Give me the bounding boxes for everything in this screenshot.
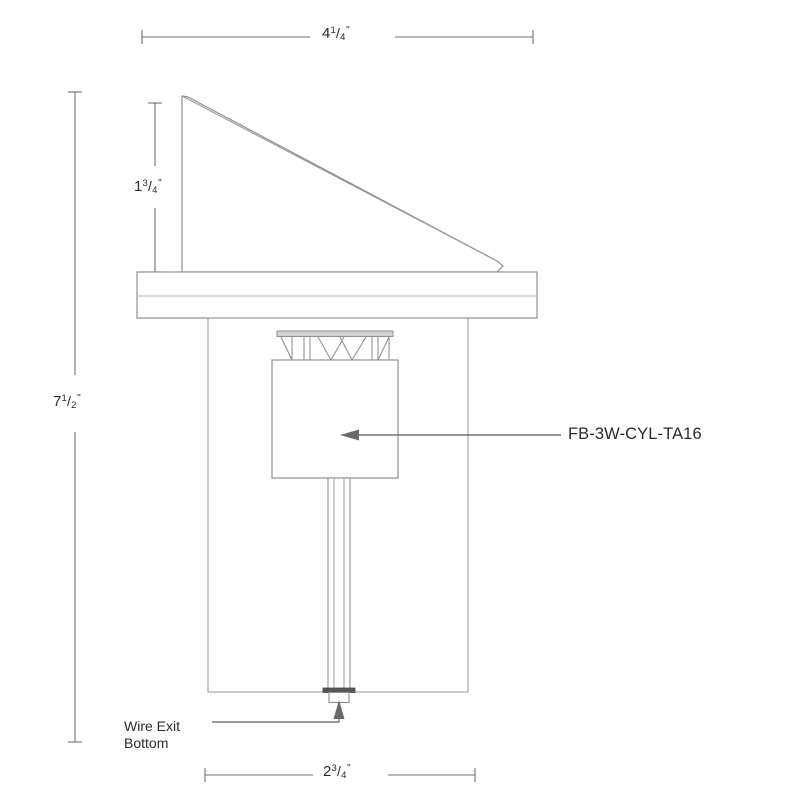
- strut-bracket-assembly: [280, 336, 390, 361]
- base-plate: [136, 271, 538, 319]
- dim-top-unit: ": [346, 25, 350, 36]
- dimension-label-top-width: 41/4": [322, 25, 350, 43]
- part-number-label: FB-3W-CYL-TA16: [568, 425, 702, 443]
- stem-conduit: [327, 477, 351, 691]
- dim-height-whole: 7: [53, 393, 62, 410]
- dimension-label-bottom-width: 23/4": [323, 763, 351, 781]
- dim-bottom-den: 4: [341, 769, 347, 781]
- wire-exit-note: Wire Exit Bottom: [124, 718, 180, 752]
- dim-top-whole: 4: [322, 25, 331, 42]
- dimension-label-wedge-height: 13/4": [134, 178, 162, 196]
- dim-height-den: 2: [71, 399, 77, 411]
- wire-exit-note-line1: Wire Exit: [124, 718, 180, 734]
- wire-exit-leader-arrowhead: [333, 700, 345, 719]
- dim-wedge-whole: 1: [134, 178, 143, 195]
- trim-ring-plate: [276, 330, 394, 337]
- dim-bottom-unit: ": [347, 763, 351, 774]
- wedge-inner-edges: [181, 95, 504, 273]
- dim-top-den: 4: [340, 31, 346, 43]
- dim-height-unit: ": [77, 393, 81, 404]
- wire-exit-leader-line: [212, 712, 340, 723]
- dim-height-slash: /: [67, 393, 72, 409]
- dim-height-num: 1: [61, 393, 68, 404]
- dim-wedge-den: 4: [152, 184, 158, 196]
- dimension-label-overall-height: 71/2": [53, 393, 81, 411]
- part-number-leader-arrowhead: [340, 429, 359, 441]
- dim-wedge-slash: /: [148, 178, 153, 194]
- dim-top-num: 1: [330, 25, 337, 36]
- sloped-wedge-shroud: [181, 95, 504, 273]
- dim-wedge-num: 3: [142, 178, 149, 189]
- dim-bottom-slash: /: [337, 763, 342, 779]
- dim-top-slash: /: [336, 25, 341, 41]
- cylinder-lamp-body: [271, 359, 399, 479]
- dim-bottom-whole: 2: [323, 763, 332, 780]
- wire-exit-note-line2: Bottom: [124, 735, 169, 751]
- dim-wedge-unit: ": [158, 178, 162, 189]
- dimension-line-top-width: [141, 30, 534, 44]
- dimension-line-overall-height: [68, 91, 82, 743]
- dim-bottom-num: 3: [331, 763, 338, 774]
- dimension-line-bottom-width: [204, 768, 476, 782]
